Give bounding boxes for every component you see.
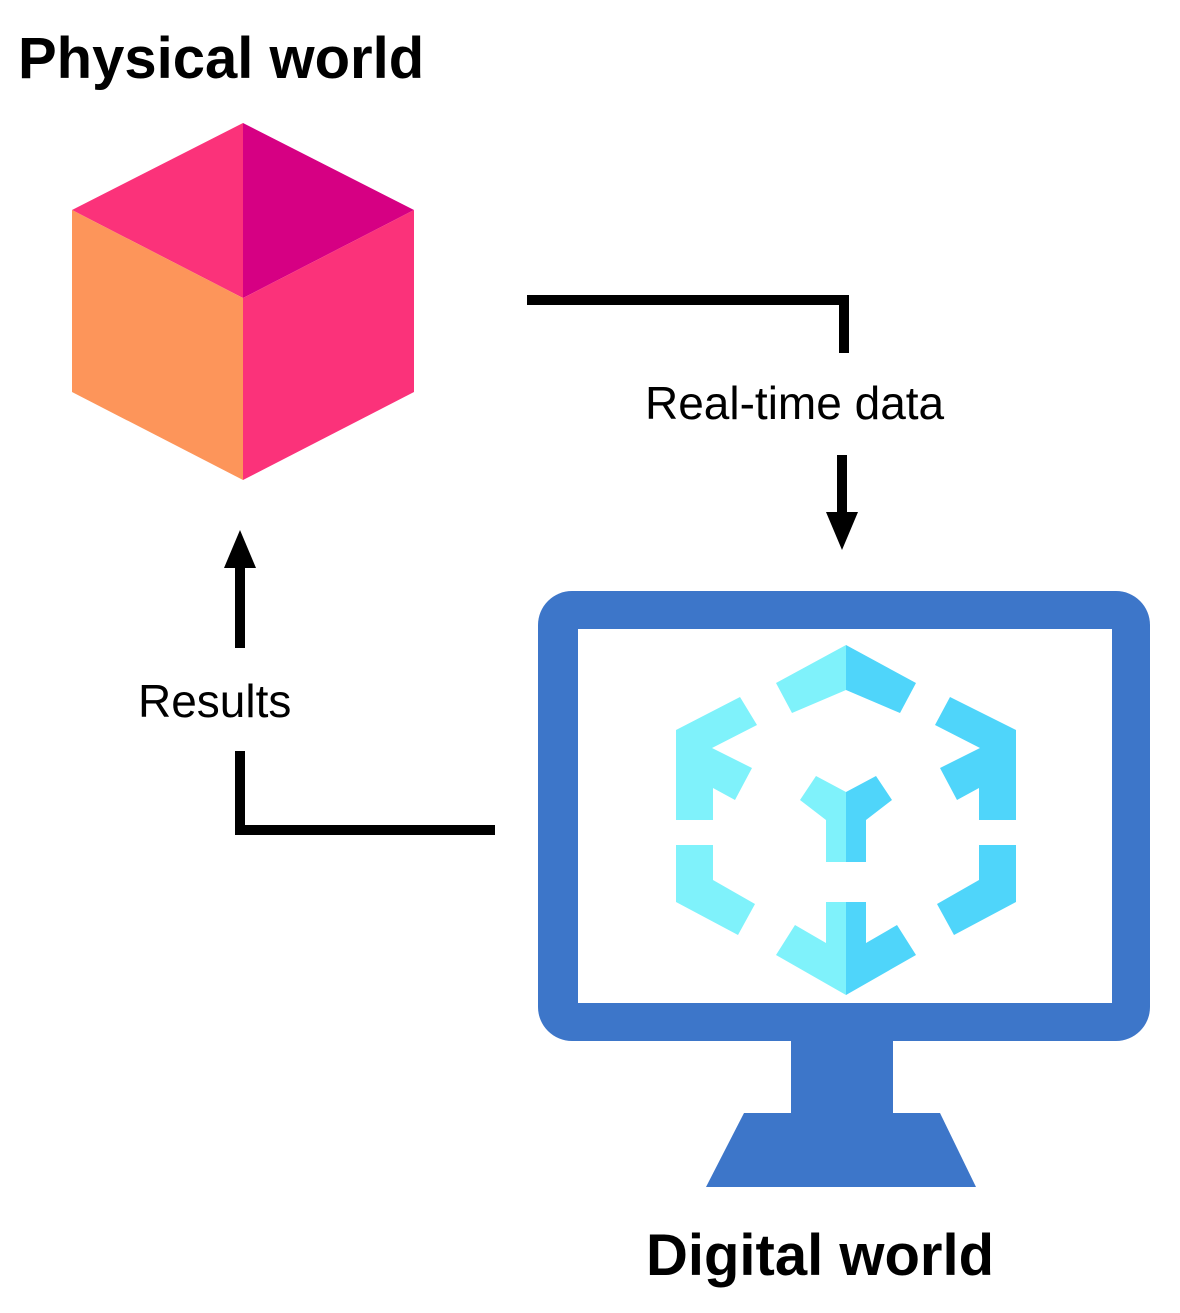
pink-cube-icon — [72, 123, 414, 480]
physical-world-title: Physical world — [18, 26, 425, 91]
digital-twin-cube-icon — [676, 645, 1016, 995]
cube-top-left-face — [72, 123, 243, 298]
cube-top-right-face — [243, 123, 414, 298]
digital-world-title: Digital world — [646, 1223, 994, 1288]
up-arrow-icon — [224, 530, 256, 568]
realtime-data-connector — [527, 295, 858, 550]
realtime-data-label: Real-time data — [645, 377, 945, 429]
cube-left-face — [72, 210, 243, 480]
monitor-stand — [706, 1113, 976, 1187]
results-connector — [224, 530, 495, 835]
results-label: Results — [138, 675, 292, 727]
cube-right-face — [243, 210, 414, 480]
monitor-neck — [791, 1040, 893, 1115]
realtime-data-line — [527, 295, 849, 353]
results-line — [235, 751, 495, 835]
digital-twin-monitor-icon — [538, 591, 1150, 1187]
down-arrow-icon — [826, 512, 858, 550]
